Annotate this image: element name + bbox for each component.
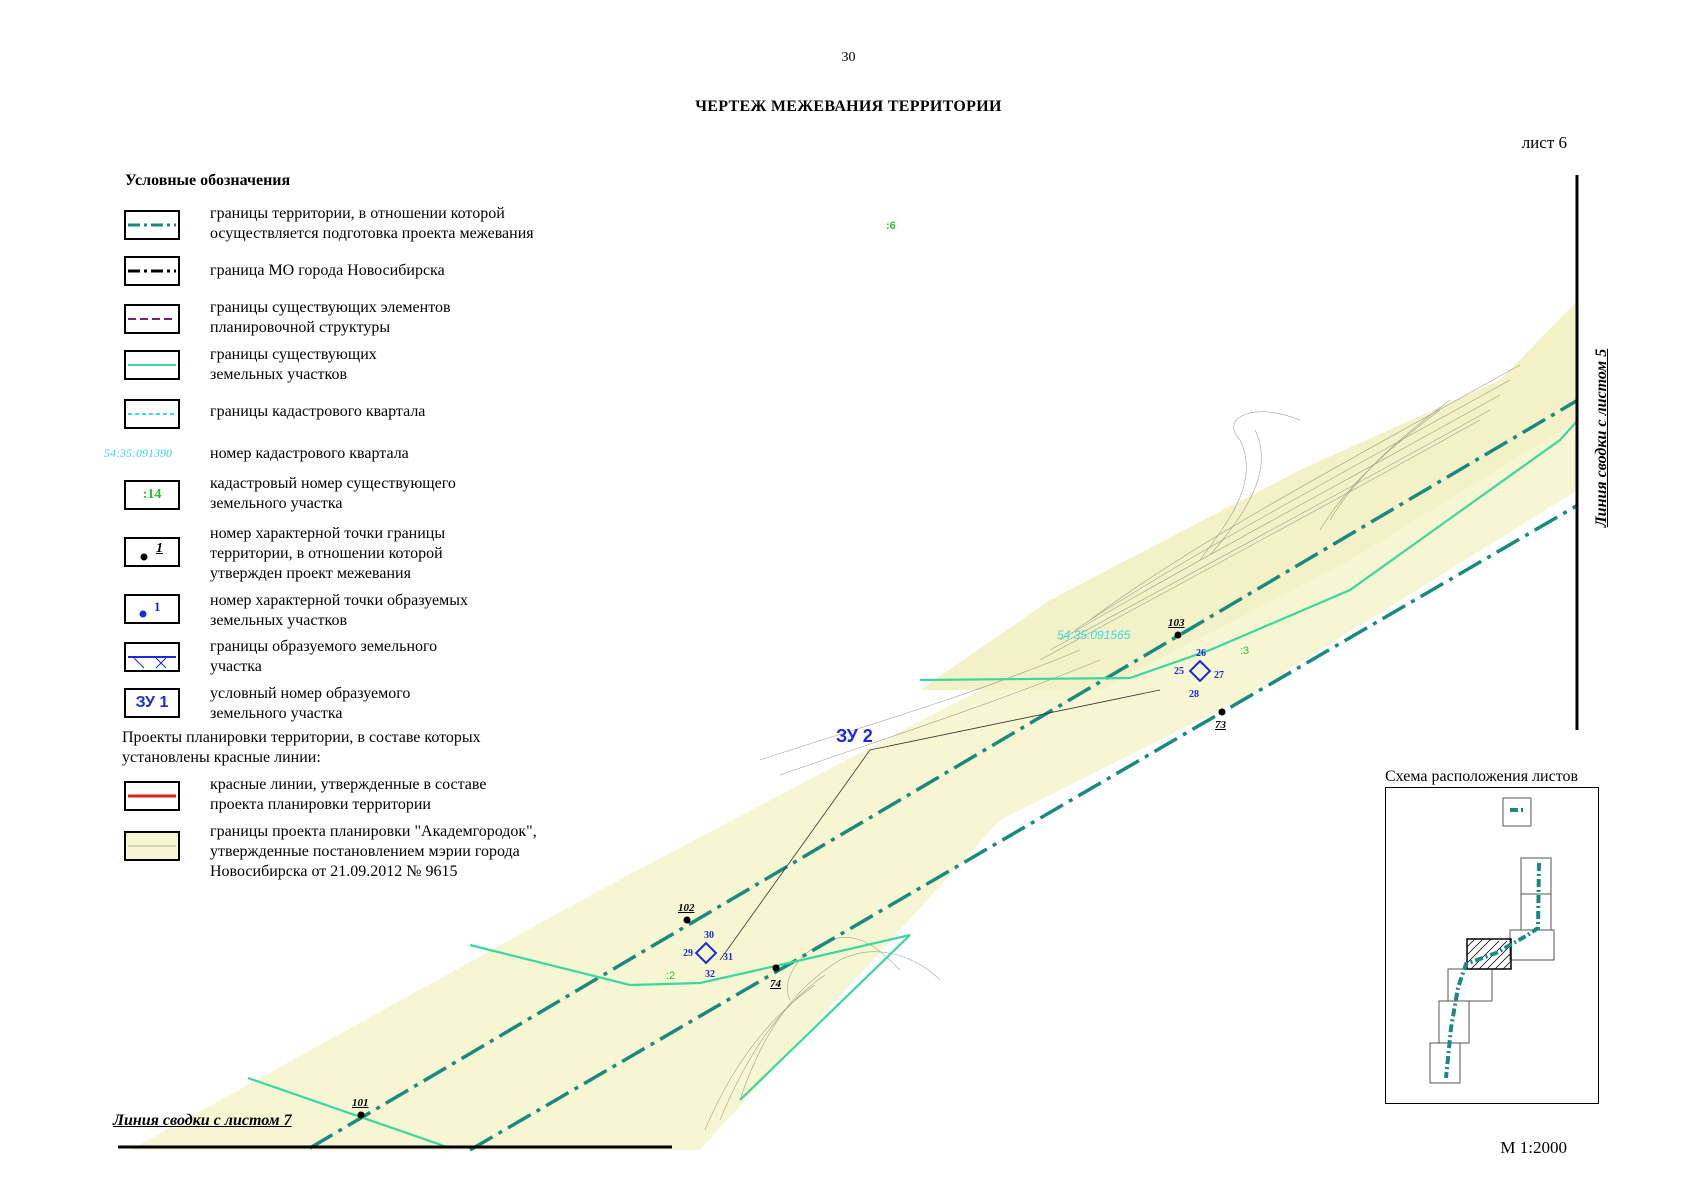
- legend-text-parcel-conditional-number: условный номер образуемого земельного уч…: [210, 685, 411, 722]
- legend-symbol-planning-structure: [124, 304, 180, 334]
- legend-symbol-red-lines: [124, 781, 180, 811]
- legend-parcel-number-sample: :14: [142, 487, 162, 502]
- legend-boundary-point-sample: 1: [156, 541, 163, 556]
- document-title: ЧЕРТЕЖ МЕЖЕВАНИЯ ТЕРРИТОРИИ: [695, 98, 1002, 115]
- legend-symbol-formed-parcel-boundary: [124, 642, 180, 672]
- parcel-point-29: 29: [683, 948, 693, 959]
- legend-parcel-conditional-number-sample: ЗУ 1: [135, 694, 169, 711]
- legend-symbol-city-boundary: [124, 256, 180, 286]
- parcel-point-30: 30: [704, 930, 714, 941]
- parcel-point-26: 26: [1196, 648, 1206, 659]
- join-line-sheet5-label: Линия сводки с листом 5: [1593, 348, 1610, 528]
- sheet-schema-title: Схема расположения листов: [1385, 768, 1579, 785]
- parcel-zu2-label: ЗУ 2: [836, 726, 873, 746]
- topographic-contours: [704, 364, 1521, 1131]
- legend-symbol-parcel-conditional-number: ЗУ 1: [124, 688, 180, 718]
- legend-text-quarter-number: номер кадастрового квартала: [210, 445, 409, 462]
- join-line-sheet7-label: Линия сводки с листом 7: [113, 1112, 292, 1129]
- parcel-point-27: 27: [1214, 670, 1224, 681]
- legend-parcel-point-sample: 1: [154, 599, 161, 614]
- parcel-point-28: 28: [1189, 689, 1199, 700]
- legend-symbol-boundary-point: 1: [124, 537, 180, 567]
- legend-symbol-parcel-point: 1: [124, 594, 180, 624]
- legend-symbol-territory-boundary: [124, 210, 180, 240]
- sheet-schema-map: [1385, 787, 1599, 1104]
- legend-symbol-existing-parcels: [124, 350, 180, 380]
- legend-text-parcel-number: кадастровый номер существующего земельно…: [210, 475, 456, 512]
- sheet-label: лист 6: [1521, 133, 1567, 152]
- planning-area-fill: [130, 300, 1578, 1150]
- legend-symbol-akademgorodok-planning: [124, 831, 180, 861]
- boundary-point-102: 102: [678, 902, 695, 914]
- project-territory-boundary: [309, 398, 1579, 1152]
- legend-title: Условные обозначения: [125, 172, 291, 189]
- legend-text-red-lines: красные линии, утвержденные в составе пр…: [210, 776, 487, 813]
- boundary-point-74: 74: [770, 978, 781, 990]
- parcel-number-6: :6: [886, 220, 896, 232]
- legend-text-boundary-point: номер характерной точки границы территор…: [210, 525, 446, 582]
- legend-text-city-boundary: граница МО города Новосибирска: [210, 262, 445, 279]
- parcel-number-2: :2: [666, 970, 676, 982]
- boundary-points: [357, 631, 1226, 1119]
- legend-text-formed-parcel-boundary: границы образуемого земельного участка: [210, 638, 438, 675]
- existing-parcel-boundaries: [247, 419, 1579, 1150]
- legend-text-akademgorodok-planning: границы проекта планировки "Академгородо…: [210, 823, 537, 880]
- parcel-number-3: :3: [1240, 645, 1250, 657]
- legend-text-existing-parcels: границы существующих земельных участков: [210, 346, 377, 383]
- legend-symbol-quarter-number: 54:35:091390: [104, 446, 172, 460]
- boundary-point-73: 73: [1215, 719, 1226, 731]
- legend-symbol-parcel-number: :14: [124, 480, 180, 510]
- scale-label: М 1:2000: [1500, 1138, 1567, 1157]
- legend-text-parcel-point: номер характерной точки образуемых земел…: [210, 592, 468, 629]
- legend-subheading: Проекты планировки территории, в составе…: [122, 729, 481, 766]
- legend-text-planning-structure: границы существующих элементов планирово…: [210, 299, 451, 336]
- legend-symbol-cadastral-quarter: [124, 399, 180, 429]
- formed-parcel-markers: [694, 659, 1212, 965]
- legend-text-cadastral-quarter: границы кадастрового квартала: [210, 403, 426, 420]
- cadastral-quarter-label: 54:35:091565: [1057, 628, 1131, 642]
- boundary-point-103: 103: [1168, 617, 1185, 629]
- parcel-point-32: 32: [705, 969, 715, 980]
- boundary-point-101: 101: [352, 1097, 369, 1109]
- legend-text-territory-boundary: границы территории, в отношении которой …: [210, 205, 534, 242]
- parcel-point-25: 25: [1174, 666, 1184, 677]
- page-number: 30: [841, 50, 856, 65]
- planning-area-fill-top: [920, 300, 1578, 690]
- parcel-point-31: 31: [723, 952, 733, 963]
- current-sheet-highlight: [1466, 938, 1512, 970]
